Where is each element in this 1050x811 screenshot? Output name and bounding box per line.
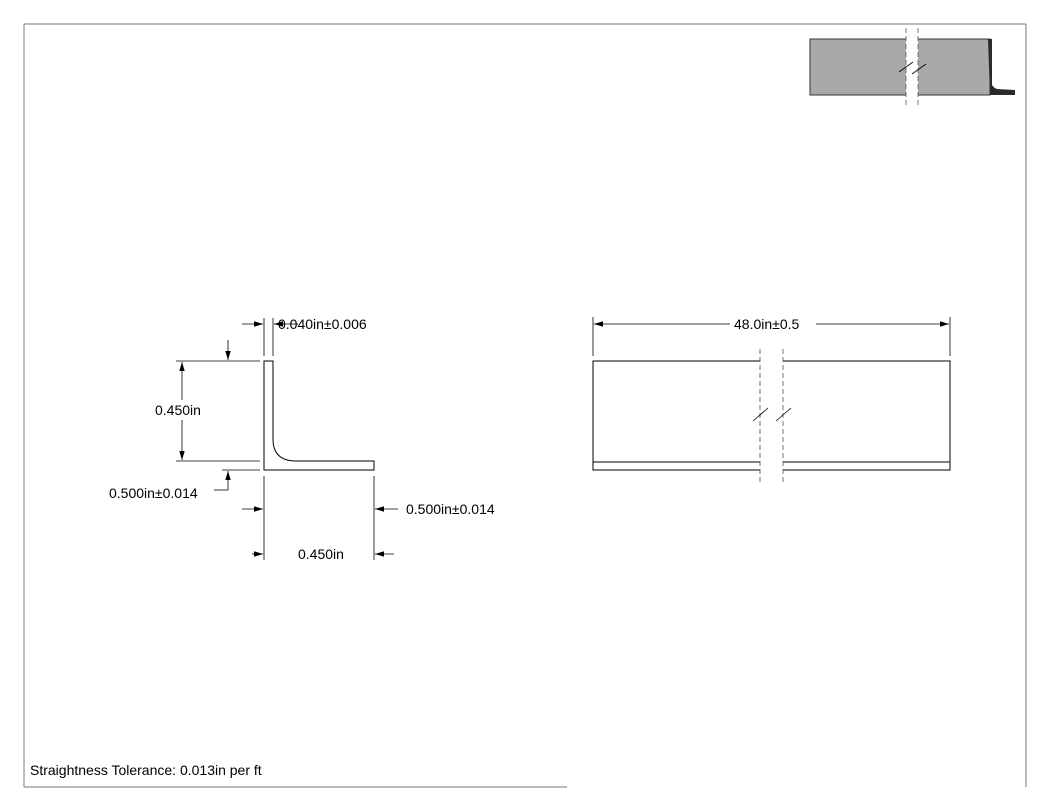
- outer-width-label: 0.500in±0.014: [406, 501, 495, 517]
- thickness-dimension: 0.040in±0.006: [242, 316, 367, 356]
- leg-height-label: 0.450in: [155, 402, 201, 418]
- length-view: [592, 349, 951, 482]
- leg-width-label: 0.450in: [298, 546, 344, 562]
- outer-height-dimension: 0.500in±0.014: [109, 340, 260, 501]
- length-dimension: 48.0in±0.5: [592, 313, 951, 356]
- outer-width-dimension: 0.500in±0.014: [242, 476, 495, 560]
- isometric-preview: [809, 28, 1015, 106]
- angle-profile-section: [263, 360, 375, 471]
- leg-width-dimension: 0.450in: [252, 546, 394, 562]
- sheet-border: [23, 23, 1027, 788]
- straightness-note: Straightness Tolerance: 0.013in per ft: [30, 762, 262, 778]
- length-label: 48.0in±0.5: [734, 316, 800, 332]
- leg-height-dimension: 0.450in: [150, 360, 260, 462]
- thickness-label: 0.040in±0.006: [278, 316, 367, 332]
- outer-height-label: 0.500in±0.014: [109, 485, 198, 501]
